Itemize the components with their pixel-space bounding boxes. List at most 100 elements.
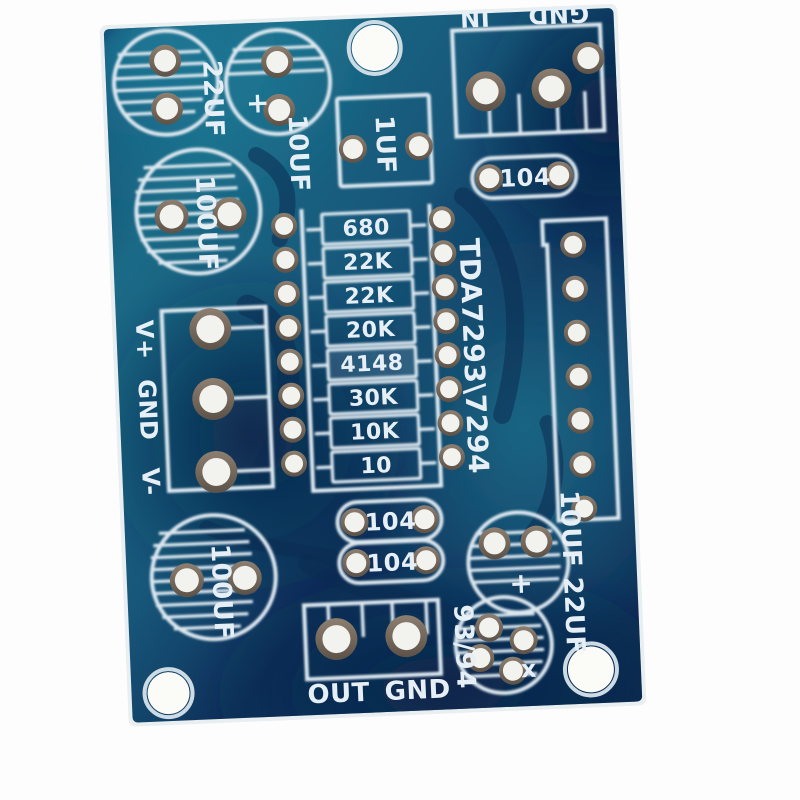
component-pad bbox=[149, 44, 182, 77]
component-pad bbox=[227, 560, 262, 595]
silk-label-1uf: 1UF bbox=[369, 115, 401, 175]
outer-right-pad-column-pad bbox=[563, 319, 590, 346]
component-pad bbox=[412, 546, 441, 575]
mounting-hole-layer bbox=[142, 19, 619, 720]
left-pad-column-pad bbox=[278, 382, 305, 409]
component-pad bbox=[410, 505, 439, 534]
component-pad bbox=[572, 42, 605, 75]
component-pad bbox=[545, 161, 574, 190]
component-pad bbox=[342, 549, 371, 578]
silk-label-100uf-upper: 100UF bbox=[189, 175, 223, 272]
component-pad bbox=[154, 199, 189, 234]
left-pad-column-pad bbox=[281, 450, 308, 477]
silk-label-10uf-top: 10UF bbox=[281, 114, 314, 192]
resistor-label-30k: 30K bbox=[348, 385, 399, 412]
outer-right-pad-column-pad bbox=[567, 407, 594, 434]
pcb-body: 680 22K 22K 20K 4148 30K 10K 10 22UF 10UF 100UF 100… bbox=[99, 0, 647, 727]
component-pad bbox=[189, 308, 232, 351]
cap-100uf-upper-outline bbox=[134, 147, 263, 276]
outer-right-pad-column-pad bbox=[560, 231, 587, 258]
pad-layer bbox=[149, 42, 605, 685]
silk-label-in: IN bbox=[459, 3, 490, 32]
cap-104-top-outline bbox=[470, 153, 579, 201]
silk-label-v-plus: V+ bbox=[130, 319, 160, 360]
component-pad bbox=[151, 92, 184, 125]
hole-bottom-right-ring bbox=[562, 641, 619, 698]
component-pad bbox=[404, 132, 433, 161]
resistor-label-22k: 22K bbox=[343, 249, 394, 276]
board-shadow-bottom bbox=[183, 547, 643, 723]
left-pad-column-pad bbox=[279, 416, 306, 443]
silkscreen-text-layer: 680 22K 22K 20K 4148 30K 10K 10 22UF 10UF 100UF 100… bbox=[130, 0, 590, 711]
component-pad bbox=[475, 164, 504, 193]
silk-label-104-bottom: 104 bbox=[366, 548, 419, 578]
ic-right-outline bbox=[540, 216, 621, 523]
right-pad-column-pad bbox=[437, 410, 464, 437]
resistor-label-22k: 22K bbox=[344, 283, 395, 310]
silk-label-gnd-output: GND bbox=[384, 674, 451, 707]
silk-label-v-minus: V- bbox=[136, 467, 165, 496]
polarity-x-93-94: x bbox=[520, 655, 537, 684]
silk-label-gnd-power: GND bbox=[132, 379, 163, 441]
hole-top-center bbox=[351, 24, 398, 71]
silk-label-out: OUT bbox=[307, 678, 371, 711]
resistor-label-20k: 20K bbox=[345, 317, 396, 344]
outer-right-pad-column-pad bbox=[565, 363, 592, 390]
left-pad-column-pad bbox=[272, 246, 299, 273]
component-pad bbox=[498, 656, 527, 685]
resistor-stack-bracket bbox=[299, 203, 444, 493]
silk-label-22uf: 22UF bbox=[196, 60, 229, 138]
silk-label-104-top: 104 bbox=[499, 163, 552, 193]
silk-label-10uf-22uf: 10UF 22UF bbox=[553, 490, 590, 655]
component-pad bbox=[169, 563, 204, 598]
hole-top-center-ring bbox=[346, 19, 403, 76]
silk-label-93-94: 93/94 bbox=[447, 604, 481, 690]
polarity-plus-right-cap: + bbox=[509, 566, 534, 600]
resistor-label-10: 10 bbox=[360, 453, 393, 479]
outer-right-pad-column-pad bbox=[561, 275, 588, 302]
cap-104-bottom-outline bbox=[337, 538, 446, 586]
component-pad bbox=[509, 626, 538, 655]
right-pad-column-pad bbox=[436, 376, 463, 403]
component-pad bbox=[212, 197, 247, 232]
component-pad bbox=[478, 527, 511, 560]
hole-bottom-right bbox=[567, 646, 614, 693]
silk-label-gnd-input: GND bbox=[527, 0, 589, 29]
component-pad bbox=[385, 615, 428, 658]
left-pad-column-pad bbox=[271, 212, 298, 239]
right-pad-column-pad bbox=[438, 444, 465, 471]
silk-label-104-mid: 104 bbox=[364, 507, 417, 537]
component-pad bbox=[261, 46, 294, 79]
resistor-label-10k: 10K bbox=[350, 419, 401, 446]
right-pad-column-pad bbox=[428, 206, 455, 233]
silk-label-100uf-lower: 100UF bbox=[204, 543, 238, 640]
cap-100uf-lower-outline bbox=[149, 513, 278, 642]
left-pad-column-pad bbox=[275, 314, 302, 341]
right-pad-column-pad bbox=[434, 342, 461, 369]
component-pad bbox=[475, 613, 504, 642]
component-pad bbox=[466, 644, 495, 673]
component-pad bbox=[520, 525, 553, 558]
component-pad bbox=[338, 134, 367, 163]
component-pad bbox=[465, 71, 506, 112]
hole-bottom-left-ring bbox=[142, 667, 195, 720]
polarity-plus-10uf: + bbox=[245, 86, 270, 120]
component-pad bbox=[263, 93, 296, 126]
left-pad-column-pad bbox=[273, 280, 300, 307]
left-pad-column-pad bbox=[276, 348, 303, 375]
component-pad bbox=[531, 68, 572, 109]
board-shadow-topright bbox=[459, 7, 643, 261]
hole-bottom-left bbox=[147, 672, 190, 715]
resistor-label-680: 680 bbox=[342, 215, 390, 242]
right-pad-column-pad bbox=[430, 240, 457, 267]
resistor-leads bbox=[306, 223, 437, 470]
component-pad bbox=[340, 508, 369, 537]
component-pad bbox=[315, 618, 358, 661]
outer-right-pad-column-pad bbox=[571, 495, 598, 522]
component-pad bbox=[195, 450, 238, 493]
right-pad-column-pad bbox=[433, 308, 460, 335]
resistor-label-4148: 4148 bbox=[340, 351, 404, 379]
